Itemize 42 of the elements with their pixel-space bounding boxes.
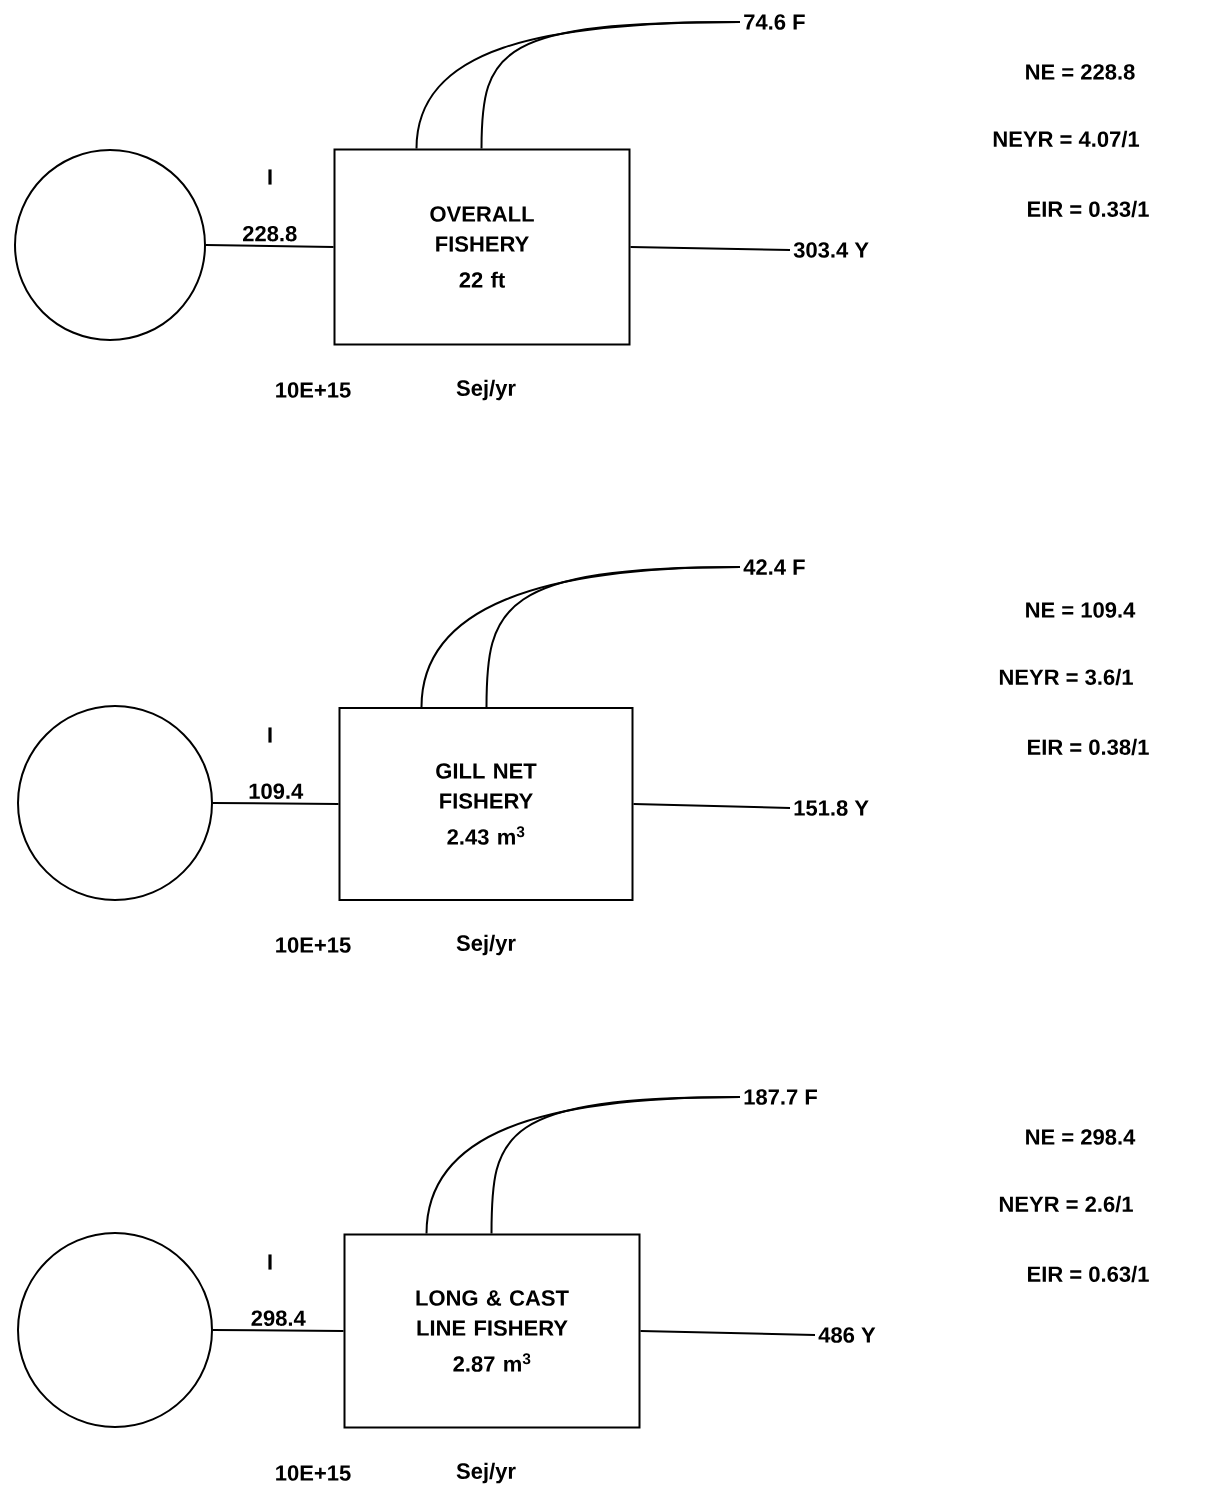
flow-value: 151.8 Y [794, 800, 869, 816]
label-text: NE = 109.4 [1026, 602, 1136, 618]
label-text: 10E+15 [276, 937, 351, 953]
label-text: Sej/yr [456, 379, 516, 401]
label-text: Sej/yr [456, 1462, 516, 1484]
label-text: NEYR = 4.07/1 [993, 130, 1140, 148]
connector-line [632, 803, 791, 809]
label-text: I [268, 169, 272, 185]
label-text: 10E+15 [276, 382, 351, 398]
label-text: EIR = 0.38/1 [1028, 738, 1149, 756]
source-circle [17, 705, 213, 901]
label-text: NE = 228.8 [1026, 64, 1135, 80]
label-text: Sej/yr [456, 934, 516, 956]
label-text: NE = 298.4 [1026, 1129, 1136, 1145]
connector-line [212, 1329, 345, 1332]
process-box: LONG & CAST LINE FISHERY 2.87 m$^{3}$ [343, 1233, 641, 1429]
label-text: I [268, 1254, 272, 1270]
label-text: EIR = 0.63/1 [1028, 1265, 1149, 1283]
flow-value: 42.4 F [743, 559, 805, 575]
label-text: 10E+15 [276, 1465, 351, 1481]
label-text: I [268, 727, 272, 743]
curved-line [480, 21, 741, 150]
flow-value: 187.7 F [744, 1089, 817, 1105]
process-box: GILL NET FISHERY 2.43 m$^{3}$ [338, 707, 634, 901]
connector-line [212, 802, 340, 805]
connector-line [205, 244, 335, 248]
curved-line [490, 1096, 741, 1235]
source-circle [17, 1232, 213, 1428]
process-box: OVERALL FISHERY 22 ft [333, 148, 631, 346]
flow-value: 486 Y [818, 1327, 876, 1343]
source-circle [14, 149, 206, 341]
edge-label: 298.4 [251, 1310, 306, 1326]
edge-label: 228.8 [243, 225, 297, 242]
label-text: EIR = 0.33/1 [1028, 200, 1149, 218]
flow-value: 74.6 F [744, 14, 805, 30]
label-text: NEYR = 3.6/1 [999, 668, 1133, 686]
connector-line [629, 246, 791, 251]
curved-line [485, 566, 741, 708]
label-text: NEYR = 2.6/1 [999, 1195, 1133, 1213]
edge-label: 109.4 [249, 783, 304, 799]
connector-line [639, 1330, 816, 1336]
flow-value: 303.4 Y [793, 242, 869, 258]
